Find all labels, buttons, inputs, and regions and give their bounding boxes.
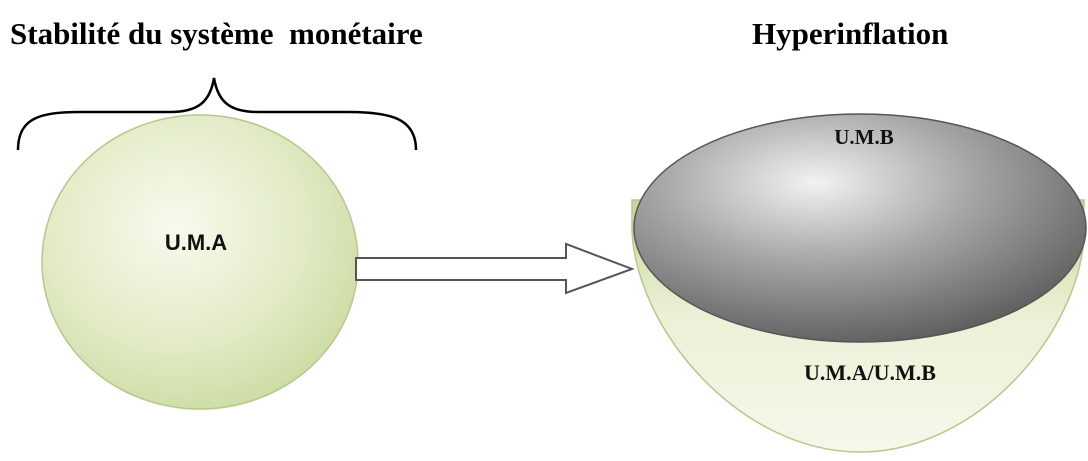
transition-arrow	[355, 242, 635, 295]
uma-label: U.M.A	[165, 230, 227, 255]
hyperinflation-title: Hyperinflation	[752, 16, 949, 51]
umb-label: U.M.B	[834, 125, 894, 149]
stability-title: Stabilité du système monétaire	[10, 16, 423, 51]
uma-umb-label: U.M.A/U.M.B	[804, 360, 936, 385]
uma-circle	[41, 114, 359, 410]
umb-ellipse	[633, 113, 1087, 343]
curly-brace	[16, 77, 418, 151]
